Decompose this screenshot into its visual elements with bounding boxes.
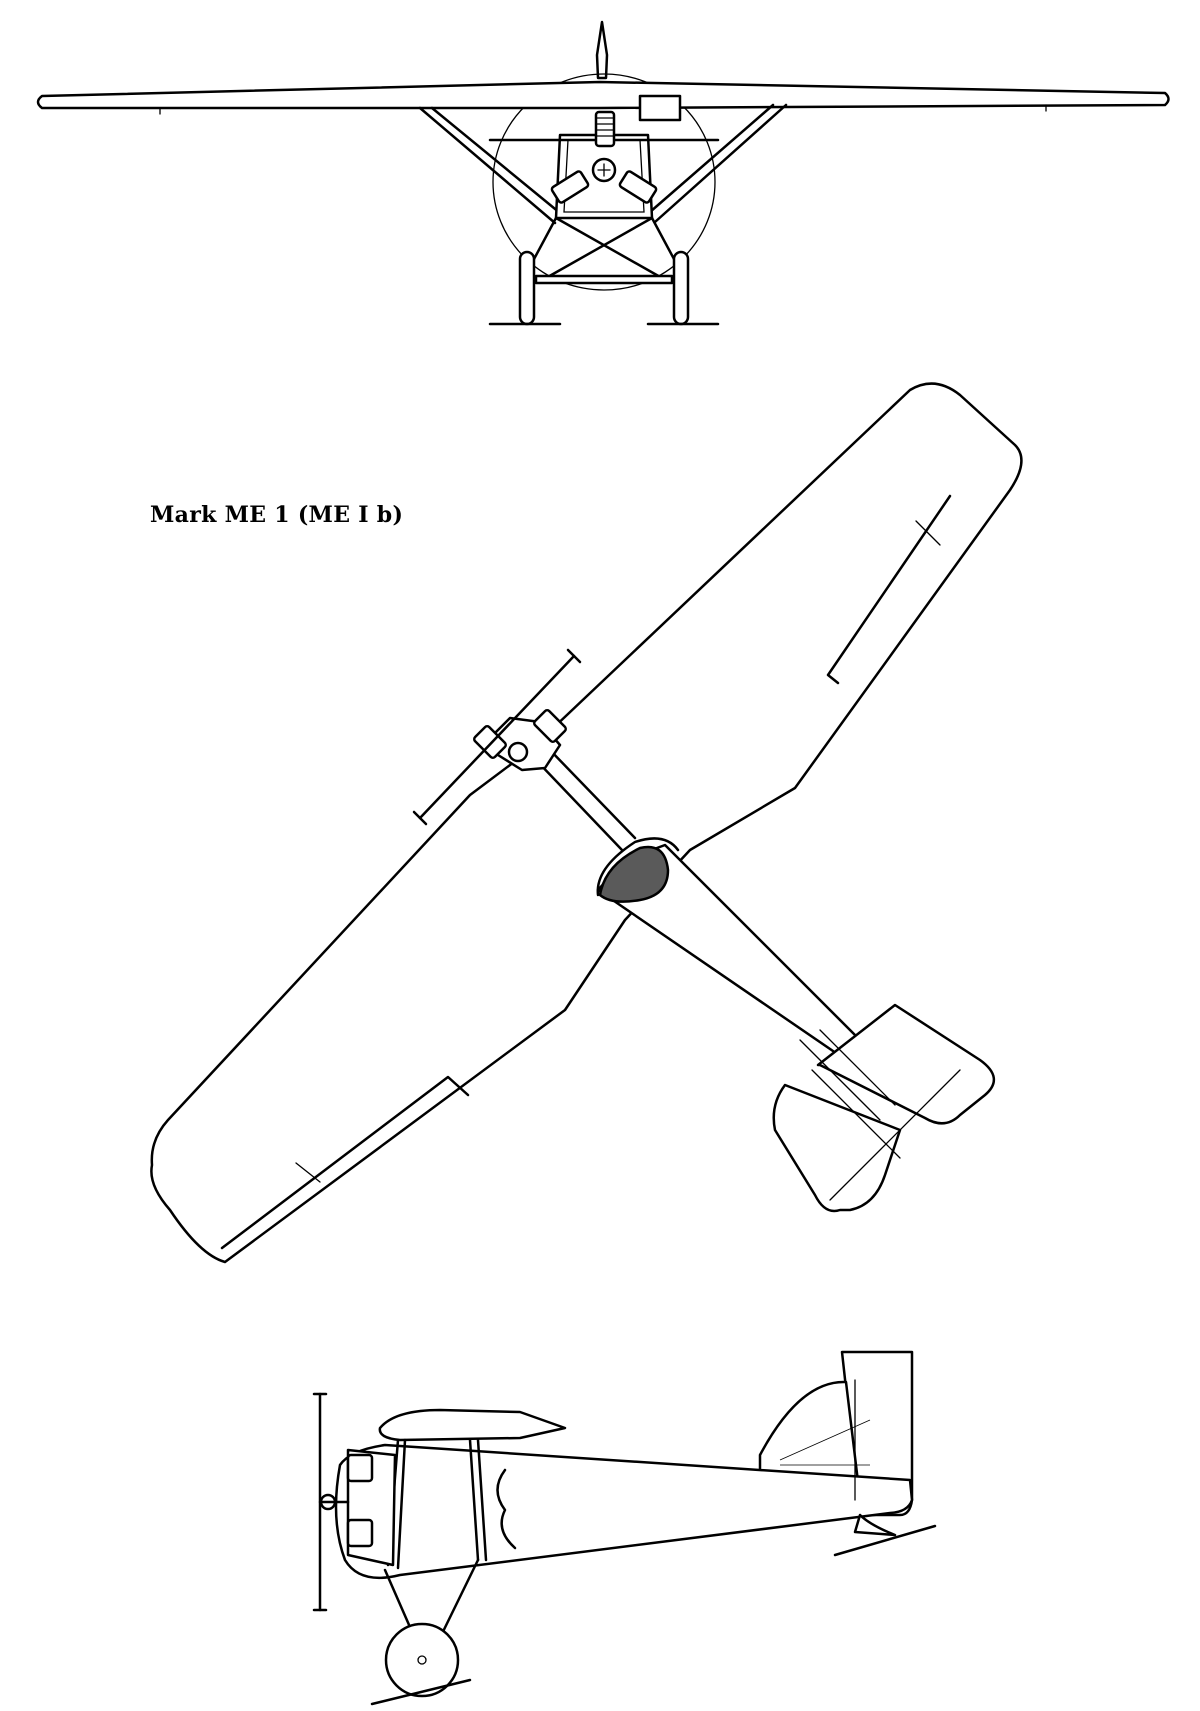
side-wing	[378, 1408, 567, 1442]
front-wing	[36, 80, 1170, 110]
side-view	[312, 1350, 937, 1706]
tail-skid	[853, 1513, 897, 1537]
side-wheel	[384, 1622, 460, 1698]
ground-line-side	[370, 1678, 472, 1706]
engine-boom	[534, 746, 637, 852]
front-strut-left	[418, 106, 562, 225]
aileron-left	[220, 1075, 470, 1250]
top-propeller	[418, 654, 576, 820]
top-view	[150, 382, 1023, 1264]
engine-cylinders	[550, 110, 658, 204]
front-view	[36, 20, 1170, 326]
top-elevator	[772, 1083, 902, 1213]
front-fin	[595, 20, 609, 80]
top-wing	[150, 382, 1023, 1264]
top-tailplane	[816, 1003, 995, 1125]
propeller-disc	[492, 73, 716, 291]
aileron-right	[826, 494, 952, 685]
front-box	[638, 94, 682, 122]
cockpit-opening	[598, 845, 670, 903]
front-wheel-right	[672, 250, 690, 326]
front-wheel-left	[518, 250, 536, 326]
front-strut-right	[648, 103, 788, 224]
front-landing-gear	[524, 216, 684, 280]
cockpit-rim	[596, 837, 680, 897]
aircraft-title: Mark ME 1 (ME I b)	[150, 502, 404, 528]
